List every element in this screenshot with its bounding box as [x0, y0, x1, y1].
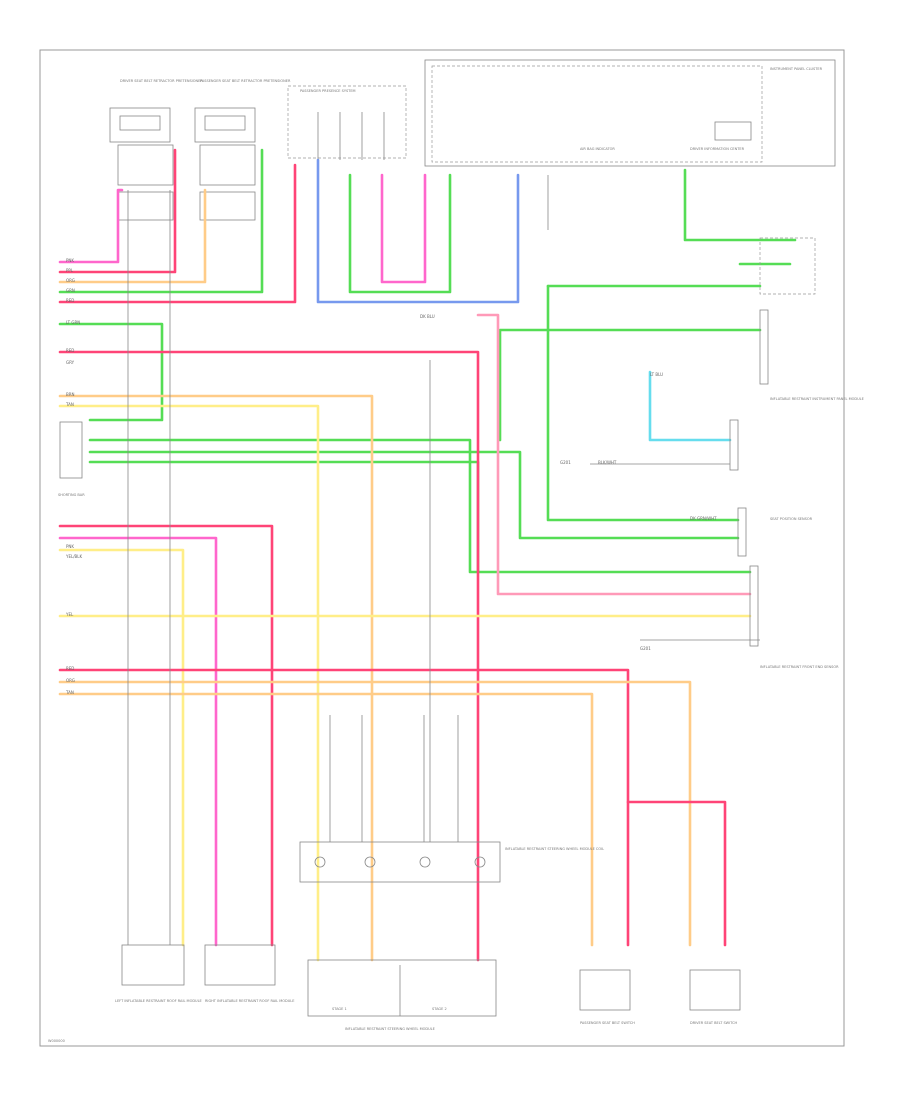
- passenger-presence-module: PASSENGER PRESENCE SYSTEM: [287, 85, 407, 160]
- driver-seat-belt-retractor: DRIVER SEAT BELT RETRACTOR PRETENSIONER: [109, 79, 203, 221]
- steering-wheel-module: STAGE 1 STAGE 2 INFLATABLE RESTRAINT STE…: [307, 959, 497, 1031]
- module-label-shorting-bar: SHORTING BAR: [58, 493, 85, 497]
- wire-label: ORG: [66, 278, 75, 283]
- wire-green-11: [88, 460, 480, 574]
- instrument-panel-cluster: INSTRUMENT PANEL CLUSTER DRIVER INFORMAT…: [424, 59, 836, 167]
- module-label-passenger-ip: INFLATABLE RESTRAINT INSTRUMENT PANEL MO…: [770, 397, 864, 401]
- wire-label: TAN: [65, 402, 74, 407]
- wire-orange-27: [58, 680, 692, 947]
- wire-red-18: [58, 350, 480, 962]
- wire-orange-20: [58, 394, 374, 962]
- module-label-steering-wheel: INFLATABLE RESTRAINT STEERING WHEEL MODU…: [345, 1027, 435, 1031]
- wire-red-1: [58, 148, 177, 274]
- wire-label: LT GRN: [66, 320, 80, 325]
- wire-yellow-21: [58, 404, 320, 962]
- driver-seat-belt-switch: DRIVER SEAT BELT SWITCH: [689, 969, 741, 1025]
- wire-label: TAN: [65, 690, 74, 695]
- module-label-pass-belt-switch: PASSENGER SEAT BELT SWITCH: [580, 1021, 635, 1025]
- airbag-indicator-label: AIR BAG INDICATOR: [580, 147, 615, 151]
- page-code: W000000: [48, 1039, 65, 1043]
- wire-red-22: [58, 524, 274, 947]
- diagram-frame: [39, 49, 845, 1047]
- wire-green-3: [58, 148, 264, 294]
- wire-label: DK BLU: [420, 314, 435, 319]
- wire-green-6: [348, 173, 452, 294]
- wire-green-13: [546, 284, 740, 522]
- wire-label: PNK: [66, 544, 74, 549]
- wire-yellow-24: [58, 548, 185, 947]
- ground-label: G201: [560, 460, 571, 465]
- wire-labels: PNK PPL ORG GRN RED LT GRN RED GRY BRN T…: [65, 258, 717, 695]
- wire-pink-7: [380, 173, 427, 284]
- module-label-dic: DRIVER INFORMATION CENTER: [690, 147, 745, 151]
- module-label-front-end: INFLATABLE RESTRAINT FRONT END SENSOR: [760, 665, 839, 669]
- left-connector: SHORTING BAR: [58, 421, 85, 497]
- roof-rail-right-module: RIGHT INFLATABLE RESTRAINT ROOF RAIL MOD…: [204, 944, 294, 1003]
- module-label-roof-rail-left: LEFT INFLATABLE RESTRAINT ROOF RAIL MODU…: [115, 999, 202, 1003]
- stage1-label: STAGE 1: [332, 1007, 347, 1011]
- wire-green-14: [683, 168, 797, 242]
- wire-label: RED: [66, 298, 74, 303]
- wire-label: DK GRN/WHT: [690, 516, 717, 521]
- wire-red-29: [626, 800, 727, 947]
- passenger-seat-belt-switch: PASSENGER SEAT BELT SWITCH: [579, 969, 635, 1025]
- wire-label: RED: [66, 666, 74, 671]
- wire-harness: [58, 148, 797, 962]
- module-label-passenger-seatbelt: PASSENGER SEAT BELT RETRACTOR PRETENSION…: [200, 79, 291, 83]
- module-label-driver-seatbelt: DRIVER SEAT BELT RETRACTOR PRETENSIONER: [120, 79, 203, 83]
- module-label-roof-rail-right: RIGHT INFLATABLE RESTRAINT ROOF RAIL MOD…: [205, 999, 294, 1003]
- wire-red-4: [58, 163, 297, 304]
- wire-green-9: [88, 438, 752, 574]
- wire-pink-0: [58, 188, 124, 264]
- module-label-drv-belt-switch: DRIVER SEAT BELT SWITCH: [690, 1021, 738, 1025]
- wire-label: BLK/WHT: [598, 460, 617, 465]
- wire-label: YEL/BLK: [65, 554, 83, 559]
- module-label-passenger-presence: PASSENGER PRESENCE SYSTEM: [300, 89, 356, 93]
- wire-blue-5: [316, 158, 520, 304]
- passenger-seat-belt-retractor: PASSENGER SEAT BELT RETRACTOR PRETENSION…: [194, 79, 291, 221]
- wire-green-12: [498, 328, 762, 442]
- wire-label: GRN: [66, 288, 75, 293]
- wire-label: GRY: [66, 360, 75, 365]
- module-label-ipc: INSTRUMENT PANEL CLUSTER: [770, 67, 823, 71]
- wire-label: RED: [66, 348, 74, 353]
- wire-lightpink-19: [476, 313, 752, 596]
- wire-orange-28: [58, 692, 594, 947]
- right-connectors: INFLATABLE RESTRAINT INSTRUMENT PANEL MO…: [729, 237, 864, 669]
- wire-cyan-17: [648, 370, 732, 442]
- wire-red-26: [58, 668, 630, 947]
- wire-label: PPL: [66, 268, 74, 273]
- wire-label: PNK: [66, 258, 74, 263]
- module-label-clockspring: INFLATABLE RESTRAINT STEERING WHEEL MODU…: [505, 847, 604, 851]
- wire-label: ORG: [66, 678, 75, 683]
- wire-green-10: [88, 450, 740, 540]
- wire-label: YEL: [65, 612, 74, 617]
- module-label-seat-position: SEAT POSITION SENSOR: [770, 517, 813, 521]
- ground-label: G201: [640, 646, 651, 651]
- stage2-label: STAGE 2: [432, 1007, 447, 1011]
- wire-green-8: [58, 322, 164, 422]
- wire-label: LT BLU: [650, 372, 663, 377]
- sensing-diagnostic-module: INFLATABLE RESTRAINT STEERING WHEEL MODU…: [299, 841, 604, 883]
- wire-orange-2: [58, 188, 207, 284]
- wire-pink-23: [58, 536, 218, 947]
- wire-label: BRN: [66, 392, 75, 397]
- roof-rail-left-module: LEFT INFLATABLE RESTRAINT ROOF RAIL MODU…: [115, 944, 202, 1003]
